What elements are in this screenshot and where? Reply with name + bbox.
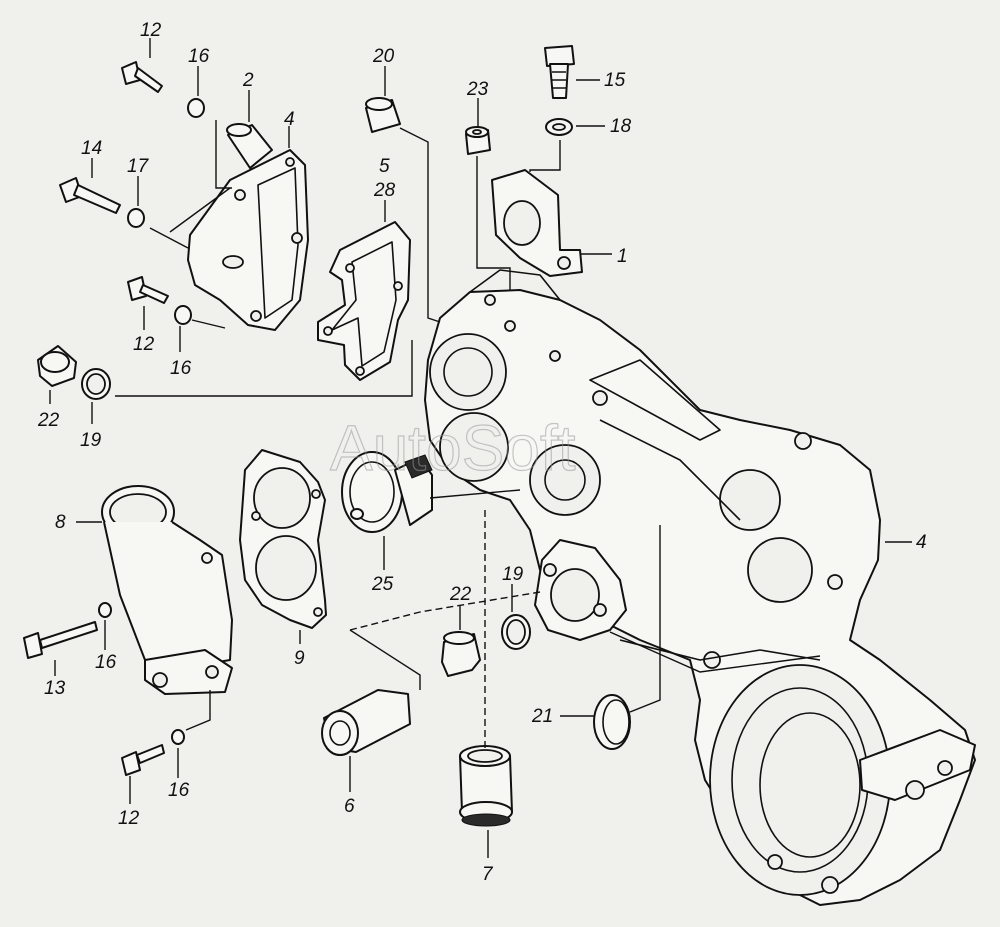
callout-4-upper: 4 — [284, 109, 295, 130]
gasket-part-9 — [239, 449, 327, 629]
thermostat-housing-upper — [187, 149, 309, 331]
washer-17 — [127, 208, 145, 228]
ring-part-21 — [593, 694, 631, 750]
callout-20: 20 — [372, 46, 395, 67]
callout-21: 21 — [531, 706, 553, 727]
sleeve-part-2 — [226, 123, 273, 169]
callout-5: 5 — [379, 156, 390, 177]
callout-25: 25 — [371, 574, 394, 595]
callout-labels: 12 16 2 4 14 17 20 23 15 18 5 28 1 12 16… — [37, 20, 927, 885]
callout-28: 28 — [373, 180, 396, 201]
callout-12-bottom: 12 — [118, 808, 140, 829]
plug-part-22-center — [441, 631, 481, 677]
washer-16-lower — [98, 602, 112, 618]
sleeve-part-7 — [459, 745, 513, 827]
callout-17: 17 — [127, 156, 150, 177]
callout-12-top: 12 — [140, 20, 162, 41]
callout-14: 14 — [81, 138, 102, 159]
thermostat-part-25 — [341, 451, 433, 533]
watermark-text: AutoSoft — [330, 412, 576, 484]
cap-part-20 — [365, 97, 401, 133]
bolt-15 — [544, 45, 575, 99]
bolt-14 — [59, 177, 121, 214]
callout-19-left: 19 — [80, 430, 102, 451]
callout-16-lower: 16 — [95, 652, 117, 673]
callout-2: 2 — [242, 70, 254, 91]
water-pump-housing — [424, 269, 976, 906]
callout-4-right: 4 — [916, 532, 927, 553]
plug-part-22-left — [37, 345, 77, 387]
bolt-13 — [23, 621, 98, 659]
callout-22-center: 22 — [449, 584, 472, 605]
flange-part — [534, 539, 627, 641]
gasket-28 — [317, 221, 411, 381]
washer-16-top — [187, 98, 205, 118]
callout-12-mid: 12 — [133, 334, 155, 355]
bushing-part-23 — [465, 126, 491, 155]
washer-16-mid — [174, 305, 192, 325]
callout-7: 7 — [482, 864, 494, 885]
callout-18: 18 — [610, 116, 632, 137]
callout-1: 1 — [617, 246, 628, 267]
washer-16-bottom — [171, 729, 185, 745]
sleeve-part-6 — [321, 689, 411, 756]
bolt-12-bottom — [121, 744, 165, 776]
callout-22-left: 22 — [37, 410, 60, 431]
bracket-part-1 — [491, 169, 583, 277]
callout-8: 8 — [55, 512, 66, 533]
callout-13: 13 — [44, 678, 66, 699]
assembly-lines — [115, 120, 821, 752]
callout-16-top: 16 — [188, 46, 210, 67]
bolt-12-mid — [127, 276, 169, 304]
pipe-part-8 — [101, 485, 233, 695]
callout-19-center: 19 — [502, 564, 524, 585]
bolt-12-top — [121, 61, 163, 93]
callout-16-bottom: 16 — [168, 780, 190, 801]
callout-15: 15 — [604, 70, 626, 91]
callout-6: 6 — [344, 796, 355, 817]
callout-23: 23 — [466, 79, 489, 100]
callout-leaders — [49, 38, 912, 858]
callout-9: 9 — [294, 648, 305, 669]
callout-16-mid: 16 — [170, 358, 192, 379]
